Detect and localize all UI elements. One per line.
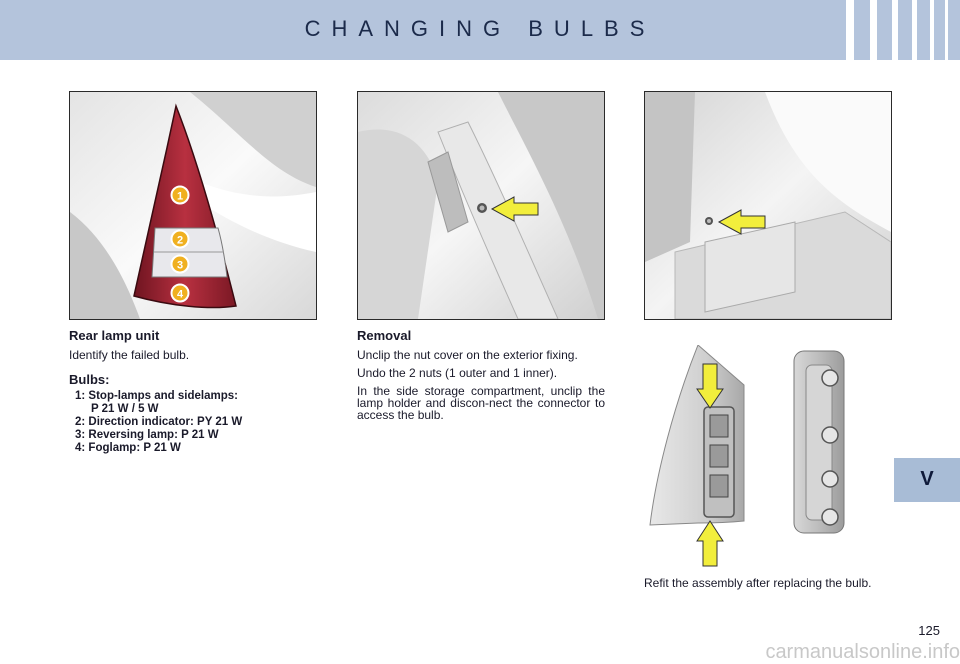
removal-section: Removal Unclip the nut cover on the exte… xyxy=(357,328,605,421)
bulb-item-1-rating: P 21 W / 5 W xyxy=(91,403,159,415)
page-title: CHANGING BULBS xyxy=(304,16,656,41)
fixing-arrow-icon xyxy=(490,196,539,222)
lamp-holder-illustration xyxy=(644,344,890,570)
header-stripe xyxy=(892,0,898,60)
connector-arrow-icon xyxy=(717,209,766,235)
rear-lamp-illustration: 1 2 3 4 xyxy=(69,91,317,320)
section-tab-label: V xyxy=(920,468,934,490)
removal-step-1: Unclip the nut cover on the exterior fix… xyxy=(357,348,578,362)
section-tab[interactable]: V xyxy=(894,458,960,502)
header-stripe xyxy=(846,0,854,60)
refit-instruction: Refit the assembly after replacing the b… xyxy=(644,576,872,590)
bulb-item-2: 2: Direction indicator: PY 21 W xyxy=(75,416,243,428)
removal-step-2: Undo the 2 nuts (1 outer and 1 inner). xyxy=(357,366,558,380)
storage-compartment-illustration xyxy=(644,91,892,320)
exterior-fixing-illustration xyxy=(357,91,605,320)
bulb-marker-3-icon: 3 xyxy=(170,254,190,274)
bulb-marker-4-label: 4 xyxy=(177,289,184,301)
page-number: 125 xyxy=(918,623,940,638)
bottom-clip-arrow-icon xyxy=(696,520,724,567)
header-stripe xyxy=(912,0,917,60)
top-clip-arrow-icon xyxy=(696,363,724,409)
bulb-marker-4-icon: 4 xyxy=(170,283,190,303)
bulb-item-4: 4: Foglamp: P 21 W xyxy=(75,442,181,454)
removal-heading: Removal xyxy=(357,328,412,343)
rear-lamp-section: Rear lamp unit Identify the failed bulb.… xyxy=(69,328,319,455)
bulb-marker-1-label: 1 xyxy=(177,191,183,203)
bulb-list: 1: Stop-lamps and sidelamps: P 21 W / 5 … xyxy=(75,390,319,455)
removal-step-3: In the side storage compartment, unclip … xyxy=(357,384,605,422)
bulb-marker-2-icon: 2 xyxy=(170,229,190,249)
bulbs-heading: Bulbs: xyxy=(69,372,110,387)
watermark: carmanualsonline.info xyxy=(765,641,960,663)
bulb-marker-2-label: 2 xyxy=(177,235,183,247)
rear-lamp-heading: Rear lamp unit xyxy=(69,328,160,343)
bulb-marker-1-icon: 1 xyxy=(170,185,190,205)
header-stripe xyxy=(870,0,877,60)
rear-lamp-intro: Identify the failed bulb. xyxy=(69,348,190,362)
page-header: CHANGING BULBS xyxy=(0,0,960,60)
bulb-item-3: 3: Reversing lamp: P 21 W xyxy=(75,429,219,441)
bulb-item-1: 1: Stop-lamps and sidelamps: P 21 W / 5 … xyxy=(75,390,319,416)
bulb-marker-3-label: 3 xyxy=(177,260,183,272)
bulb-item-1-label: 1: Stop-lamps and sidelamps: xyxy=(75,390,238,402)
header-stripe xyxy=(945,0,948,60)
header-stripe xyxy=(930,0,934,60)
